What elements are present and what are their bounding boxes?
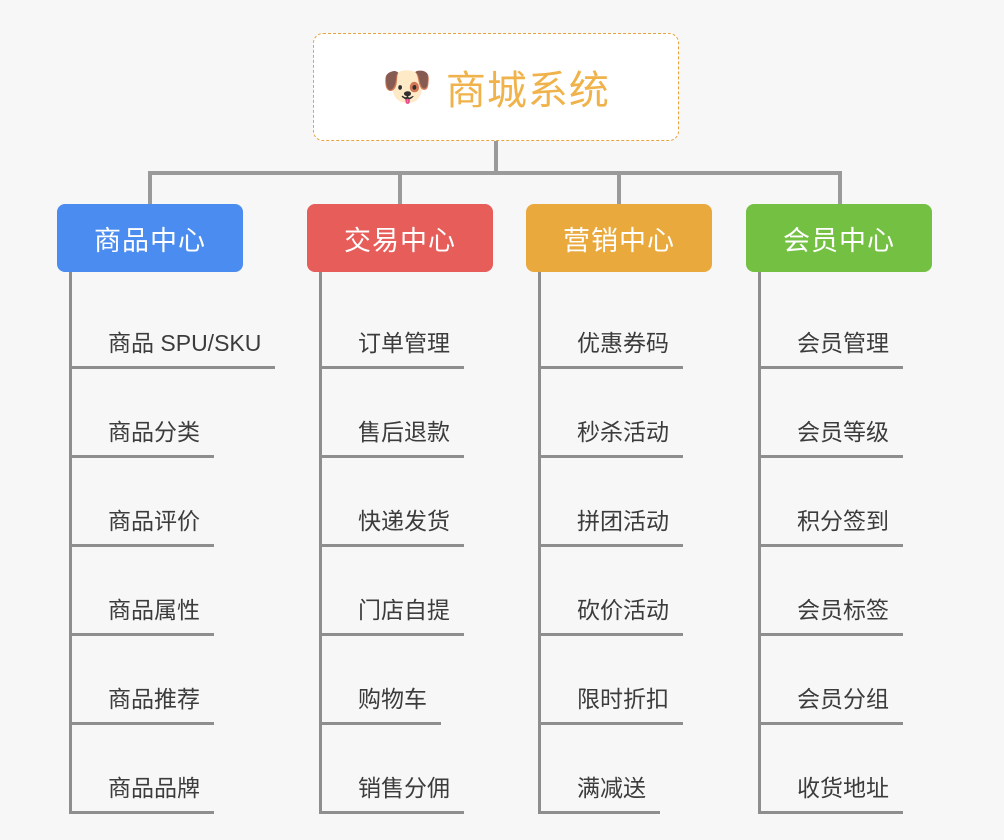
connector-horizontal-bar — [148, 171, 842, 175]
leaf-label: 订单管理 — [322, 330, 464, 369]
leaf-label: 快递发货 — [322, 508, 464, 547]
leaf-label: 商品分类 — [72, 419, 214, 458]
leaf-item[interactable]: 收货地址 — [761, 725, 932, 814]
leaf-label: 积分签到 — [761, 508, 903, 547]
leaf-label: 收货地址 — [761, 775, 903, 814]
leaf-item[interactable]: 会员等级 — [761, 369, 932, 458]
leaf-item[interactable]: 商品分类 — [72, 369, 275, 458]
connector-drop-0 — [148, 171, 152, 208]
leaf-item[interactable]: 限时折扣 — [541, 636, 712, 725]
leaf-item[interactable]: 拼团活动 — [541, 458, 712, 547]
leaf-item[interactable]: 砍价活动 — [541, 547, 712, 636]
branch-column-marketing: 营销中心 优惠券码 秒杀活动 拼团活动 砍价活动 限时折扣 满减送 — [526, 204, 712, 814]
leaf-item[interactable]: 售后退款 — [322, 369, 493, 458]
dog-face-icon: 🐶 — [382, 65, 432, 109]
leaf-label: 商品评价 — [72, 508, 214, 547]
leaf-label: 砍价活动 — [541, 597, 683, 636]
connector-drop-2 — [617, 171, 621, 208]
category-header-member[interactable]: 会员中心 — [746, 204, 932, 272]
category-label: 会员中心 — [783, 225, 895, 256]
leaf-label: 门店自提 — [322, 597, 464, 636]
root-title: 商城系统 — [445, 69, 610, 113]
category-header-product[interactable]: 商品中心 — [57, 204, 243, 272]
leaf-item[interactable]: 会员标签 — [761, 547, 932, 636]
leaf-label: 商品推荐 — [72, 686, 214, 725]
leaf-list-trade: 订单管理 售后退款 快递发货 门店自提 购物车 销售分佣 — [319, 272, 493, 814]
leaf-item[interactable]: 销售分佣 — [322, 725, 493, 814]
leaf-label: 商品属性 — [72, 597, 214, 636]
leaf-label: 秒杀活动 — [541, 419, 683, 458]
connector-root-stem — [494, 141, 498, 175]
leaf-label: 会员管理 — [761, 330, 903, 369]
leaf-label: 商品 SPU/SKU — [72, 330, 276, 369]
leaf-label: 优惠券码 — [541, 330, 683, 369]
leaf-label: 销售分佣 — [322, 775, 464, 814]
leaf-label: 售后退款 — [322, 419, 464, 458]
leaf-item[interactable]: 秒杀活动 — [541, 369, 712, 458]
category-label: 交易中心 — [344, 225, 456, 256]
leaf-item[interactable]: 快递发货 — [322, 458, 493, 547]
connector-drop-1 — [398, 171, 402, 208]
leaf-list-member: 会员管理 会员等级 积分签到 会员标签 会员分组 收货地址 — [758, 272, 932, 814]
leaf-item[interactable]: 商品属性 — [72, 547, 275, 636]
root-node[interactable]: 🐶 商城系统 — [313, 33, 679, 141]
connector-drop-3 — [838, 171, 842, 208]
branch-column-product: 商品中心 商品 SPU/SKU 商品分类 商品评价 商品属性 商品推荐 商品品牌 — [57, 204, 276, 814]
leaf-label: 会员等级 — [761, 419, 903, 458]
category-header-trade[interactable]: 交易中心 — [307, 204, 493, 272]
branch-column-trade: 交易中心 订单管理 售后退款 快递发货 门店自提 购物车 销售分佣 — [307, 204, 493, 814]
leaf-label: 购物车 — [322, 686, 441, 725]
leaf-item[interactable]: 商品 SPU/SKU — [72, 280, 276, 369]
leaf-item[interactable]: 商品推荐 — [72, 636, 275, 725]
leaf-item[interactable]: 优惠券码 — [541, 280, 712, 369]
leaf-item[interactable]: 会员管理 — [761, 280, 932, 369]
category-label: 营销中心 — [563, 225, 675, 256]
leaf-list-marketing: 优惠券码 秒杀活动 拼团活动 砍价活动 限时折扣 满减送 — [538, 272, 712, 814]
leaf-item[interactable]: 订单管理 — [322, 280, 493, 369]
leaf-item[interactable]: 商品评价 — [72, 458, 275, 547]
leaf-item[interactable]: 购物车 — [322, 636, 493, 725]
leaf-label: 会员标签 — [761, 597, 903, 636]
leaf-label: 满减送 — [541, 775, 660, 814]
branch-column-member: 会员中心 会员管理 会员等级 积分签到 会员标签 会员分组 收货地址 — [746, 204, 932, 814]
leaf-list-product: 商品 SPU/SKU 商品分类 商品评价 商品属性 商品推荐 商品品牌 — [69, 272, 276, 814]
leaf-label: 拼团活动 — [541, 508, 683, 547]
leaf-item[interactable]: 门店自提 — [322, 547, 493, 636]
leaf-item[interactable]: 满减送 — [541, 725, 712, 814]
leaf-item[interactable]: 会员分组 — [761, 636, 932, 725]
leaf-item[interactable]: 积分签到 — [761, 458, 932, 547]
leaf-item[interactable]: 商品品牌 — [72, 725, 275, 814]
category-label: 商品中心 — [94, 225, 206, 256]
leaf-label: 商品品牌 — [72, 775, 214, 814]
leaf-label: 限时折扣 — [541, 686, 683, 725]
leaf-label: 会员分组 — [761, 686, 903, 725]
category-header-marketing[interactable]: 营销中心 — [526, 204, 712, 272]
